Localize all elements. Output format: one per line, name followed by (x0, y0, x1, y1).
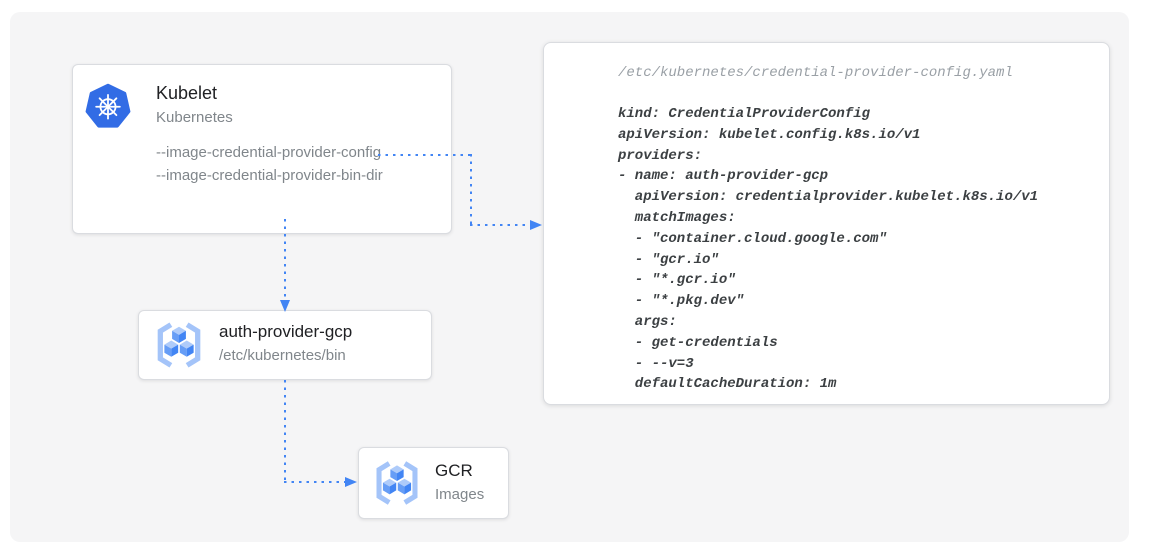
auth-provider-title: auth-provider-gcp (219, 322, 353, 341)
arrow-segment (470, 224, 531, 227)
arrowhead-right-icon (345, 477, 357, 487)
credential-provider-config-panel: /etc/kubernetes/credential-provider-conf… (543, 42, 1110, 405)
config-yaml-code: kind: CredentialProviderConfig apiVersio… (618, 106, 1039, 393)
node-gcr: GCR Images (358, 447, 509, 519)
kubelet-flags: --image-credential-provider-config --ima… (156, 141, 383, 187)
node-auth-provider-gcp: auth-provider-gcp /etc/kubernetes/bin (138, 310, 432, 380)
arrow-segment (378, 154, 472, 157)
gcr-title: GCR (435, 461, 473, 480)
gcr-icon (153, 319, 205, 371)
auth-provider-subtitle: /etc/kubernetes/bin (219, 347, 346, 364)
arrow-segment (284, 380, 287, 482)
gcr-subtitle: Images (435, 486, 485, 503)
arrow-segment (284, 481, 346, 484)
arrowhead-down-icon (280, 300, 290, 312)
kubernetes-icon (85, 83, 131, 129)
kubelet-title: Kubelet (156, 83, 218, 103)
arrow-segment (470, 154, 473, 226)
kubelet-flag-image-credential-provider-config: --image-credential-provider-config (156, 144, 382, 161)
node-kubelet: Kubelet Kubernetes --image-credential-pr… (72, 64, 452, 234)
arrow-segment (284, 219, 287, 302)
kubelet-subtitle: Kubernetes (156, 109, 233, 126)
arrowhead-right-icon (530, 220, 542, 230)
config-file-path: /etc/kubernetes/credential-provider-conf… (618, 65, 1013, 81)
gcr-icon (372, 458, 422, 508)
kubelet-flag-image-credential-provider-bin-dir: --image-credential-provider-bin-dir (156, 167, 383, 184)
